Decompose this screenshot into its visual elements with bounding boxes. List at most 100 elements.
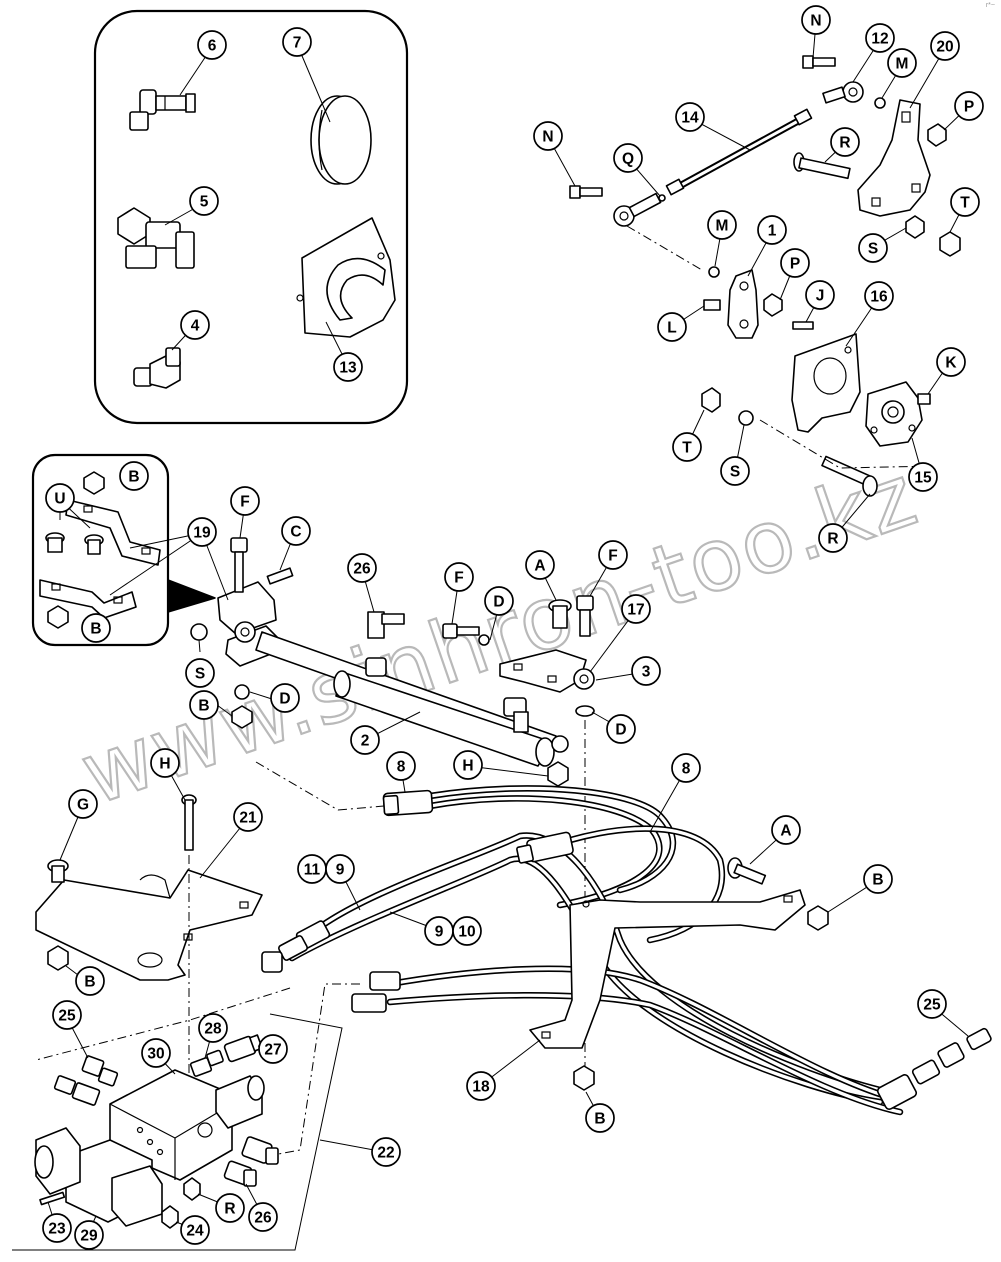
gasket-13 xyxy=(296,217,396,338)
rod-end-3 xyxy=(573,668,595,690)
lever-plate-1 xyxy=(727,269,759,339)
callout-j: J xyxy=(805,280,835,310)
elbow-fitting-26-valve xyxy=(223,1160,257,1187)
callout-19: 19 xyxy=(187,517,217,547)
callout-22: 22 xyxy=(371,1137,401,1167)
callout-text: R xyxy=(827,531,838,548)
callout-text: 16 xyxy=(870,289,888,306)
callout-text: 19 xyxy=(193,525,211,542)
clip-q xyxy=(658,194,666,202)
nut-p-top xyxy=(927,123,947,147)
callout-text: L xyxy=(667,320,676,337)
dash-lower-linkage xyxy=(759,419,936,469)
linkage-rod-14 xyxy=(665,108,813,196)
callout-text: P xyxy=(964,99,974,116)
callout-text: 5 xyxy=(200,194,209,211)
nut-b-inset-top xyxy=(83,471,105,495)
bolt-u-left xyxy=(45,532,65,553)
callout-text: B xyxy=(872,872,883,889)
callout-d: D xyxy=(484,586,514,616)
callout-text: 7 xyxy=(293,35,302,52)
bolt-n-left xyxy=(569,185,603,199)
callout-b: B xyxy=(863,864,893,894)
callout-14: 14 xyxy=(675,102,705,132)
callout-d: D xyxy=(270,683,300,713)
washer-d-mid xyxy=(478,634,490,646)
dash-cylinder-to-hose xyxy=(255,761,385,811)
callout-f: F xyxy=(598,540,628,570)
callout-t: T xyxy=(672,432,702,462)
callout-text: G xyxy=(77,797,89,814)
dash-plate-to-valve xyxy=(35,987,291,1061)
fitting-28 xyxy=(189,1049,224,1077)
hydraulic-cylinder-2 xyxy=(234,621,569,767)
inset-pointer xyxy=(167,579,216,613)
callout-text: 11 xyxy=(304,862,321,879)
callout-text: B xyxy=(90,621,101,638)
callout-c: C xyxy=(281,516,311,546)
callout-21: 21 xyxy=(233,802,263,832)
dash-valve-to-hose xyxy=(267,983,360,1157)
callout-text: R xyxy=(839,135,850,152)
callout-k: K xyxy=(936,347,966,377)
callout-s: S xyxy=(720,456,750,486)
callout-text: B xyxy=(594,1111,605,1128)
callout-n: N xyxy=(533,121,563,151)
fitting-27 xyxy=(223,1034,263,1063)
nut-r-valve xyxy=(183,1177,201,1201)
callout-4: 4 xyxy=(180,310,210,340)
bearing-block-15 xyxy=(865,381,923,447)
callout-8: 8 xyxy=(386,751,416,781)
callout-text: S xyxy=(195,666,205,683)
callout-13: 13 xyxy=(333,352,363,382)
callout-24: 24 xyxy=(180,1215,210,1245)
callout-text: T xyxy=(960,195,970,212)
callout-12: 12 xyxy=(865,23,895,53)
callout-text: R xyxy=(224,1201,235,1218)
plug-7 xyxy=(310,95,372,185)
callout-text: 26 xyxy=(254,1210,272,1227)
callout-text: P xyxy=(790,256,800,273)
callout-b: B xyxy=(81,613,111,643)
callout-u: U xyxy=(45,483,75,513)
callout-text: 9 xyxy=(336,862,345,879)
elbow-fitting-26-cyl xyxy=(365,611,405,677)
callout-text: F xyxy=(454,570,463,587)
callout-text: H xyxy=(462,758,473,775)
callout-text: S xyxy=(730,464,740,481)
adapter-fitting-4 xyxy=(133,347,181,389)
bolt-u-right xyxy=(84,534,104,555)
nut-p-lower xyxy=(763,293,783,317)
callout-text: D xyxy=(279,691,290,708)
bolt-j xyxy=(792,321,814,330)
callout-8: 8 xyxy=(671,753,701,783)
callout-text: 12 xyxy=(871,31,888,48)
callout-text: 8 xyxy=(682,761,691,778)
callout-r: R xyxy=(215,1193,245,1223)
tee-fitting-5 xyxy=(117,207,195,269)
callout-text: 1 xyxy=(768,223,777,240)
callout-text: 6 xyxy=(208,38,217,55)
bracket-20 xyxy=(857,99,931,217)
callout-s: S xyxy=(185,658,215,688)
callout-29: 29 xyxy=(74,1220,104,1250)
callout-10: 10 xyxy=(452,916,482,946)
clamp-plate-lower xyxy=(39,579,137,619)
callout-text: H xyxy=(159,756,170,773)
nut-t-top xyxy=(939,231,961,257)
callout-b: B xyxy=(189,690,219,720)
tee-fitting-6 xyxy=(129,89,196,131)
mounting-plate-21 xyxy=(35,869,263,981)
callout-text: M xyxy=(716,218,729,235)
callout-text: B xyxy=(198,698,209,715)
directional-valve-29 xyxy=(34,1127,163,1227)
callout-26: 26 xyxy=(248,1202,278,1232)
washer-m-top xyxy=(874,97,886,109)
callout-text: N xyxy=(542,129,553,146)
callout-text: S xyxy=(868,241,878,258)
callout-m: M xyxy=(887,48,917,78)
callout-25: 25 xyxy=(52,1000,82,1030)
elbow-fitting-cyl-right xyxy=(503,697,529,733)
nut-t-lower xyxy=(701,387,721,413)
